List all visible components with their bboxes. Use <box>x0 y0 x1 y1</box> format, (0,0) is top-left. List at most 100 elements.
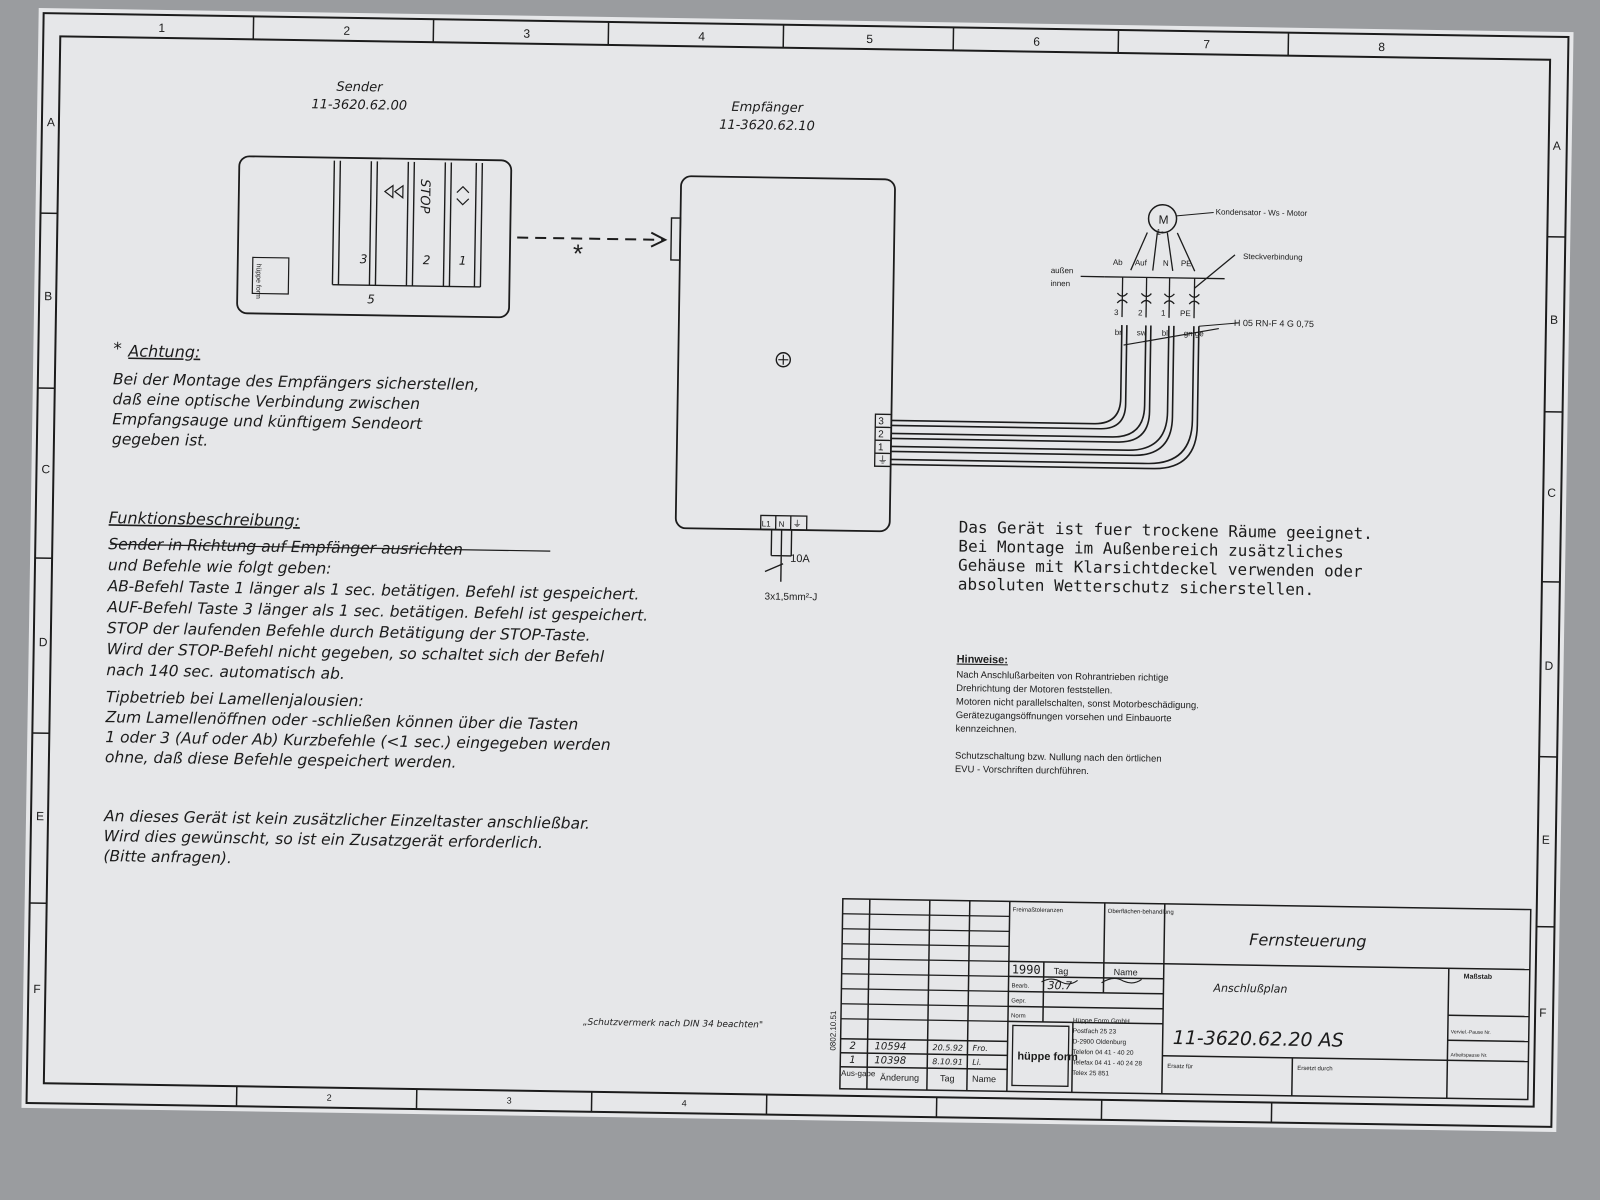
terminal-3: 3 <box>878 416 884 427</box>
revision-row-line <box>842 943 1010 947</box>
hints-heading: Hinweise: <box>957 654 1009 667</box>
notice-star-icon: * <box>113 339 122 359</box>
col-change: Änderung <box>880 1072 919 1083</box>
grid-row-label-right: D <box>1544 659 1553 673</box>
drawing-number: 11-3620.62.20 AS <box>1173 1027 1344 1052</box>
sender-key-5: 5 <box>367 292 375 306</box>
signature <box>1041 977 1142 985</box>
drawing-subtitle: Anschlußplan <box>1212 982 1287 996</box>
plug-number-1: 1 <box>1161 309 1166 318</box>
norm-label: Norm <box>1011 1013 1026 1019</box>
bearb-label: Bearb. <box>1011 983 1029 989</box>
mounting-screw-icon <box>775 352 792 368</box>
notice-text: Bei der Montage des Empfängers sicherste… <box>112 370 480 450</box>
revision-date: 8.10.91 <box>932 1057 963 1066</box>
replaces-label: Ersatz für <box>1167 1064 1193 1070</box>
pin-pe: PE <box>1181 259 1192 268</box>
bearb-date: 30.7 <box>1047 979 1072 992</box>
grid-column-label: 2 <box>343 24 350 38</box>
terminal-l1: L1 <box>762 519 772 528</box>
revision-row-line <box>841 973 1009 977</box>
beam-arrow-icon <box>650 231 668 248</box>
revision-row-line <box>842 913 1010 917</box>
receiver-eye <box>670 217 682 261</box>
sender-stop-key: STOP <box>417 179 433 214</box>
grid-row-label-right: C <box>1547 486 1556 500</box>
text-line: D-2900 Oldenburg <box>1073 1038 1127 1046</box>
text-line: Tipbetrieb bei Lamellenjalousien: <box>106 688 364 710</box>
doc-number: 0802.10.51 <box>828 1010 838 1051</box>
text-line: Drehrichtung der Motoren feststellen. <box>956 683 1112 696</box>
grid-row-label-right: E <box>1542 833 1550 847</box>
motor-type-label: Kondensator - Ws - Motor <box>1216 208 1308 218</box>
terminal-pe: ⏚ <box>793 519 802 529</box>
text-line: EVU - Vorschriften durchführen. <box>955 764 1089 777</box>
pin-n: N <box>1163 259 1169 268</box>
scale-label: Maßstab <box>1464 974 1493 981</box>
text-line: Schutzschaltung bzw. Nullung nach den ör… <box>955 750 1162 764</box>
revision-row-line <box>840 1018 1008 1022</box>
up-arrow-icon <box>456 185 470 206</box>
revision-name: Fro. <box>972 1044 987 1053</box>
wire-br: br <box>1115 328 1123 337</box>
text-line: und Befehle wie folgt geben: <box>108 556 332 578</box>
receiver-label: Empfänger <box>731 100 804 116</box>
sender-logo-box <box>251 256 290 295</box>
motor-cable <box>890 325 1200 470</box>
text-line: Bei der Montage des Empfängers sicherste… <box>113 370 480 394</box>
title-block <box>839 897 1532 1101</box>
text-line: Telex 25 851 <box>1072 1070 1109 1078</box>
sender-logo: hüppe form <box>254 263 262 299</box>
grid-row-label-left: B <box>44 289 52 303</box>
grid-ticks <box>29 16 1566 1123</box>
col-day: Tag <box>940 1073 955 1083</box>
dry-rooms-text: Das Gerät ist fuer trockene Räume geeign… <box>958 518 1373 600</box>
grid-row-label-left: D <box>39 635 48 649</box>
cable-marker-line <box>1123 327 1219 346</box>
down-arrow-icon <box>383 184 404 199</box>
text-line: Telefax 04 41 - 40 24 28 <box>1072 1059 1142 1067</box>
replaced-by-label: Ersetzt durch <box>1297 1066 1332 1073</box>
sender-key-strips <box>331 160 484 288</box>
star-icon: * <box>573 238 584 268</box>
sender-label: Sender <box>336 80 384 96</box>
wire-sw: sw <box>1137 328 1147 337</box>
pin-auf: Auf <box>1135 258 1148 267</box>
sender-key-2: 2 <box>423 253 431 267</box>
grid-bottom-mark: 4 <box>682 1098 687 1108</box>
grid-row-label-left: A <box>47 115 55 129</box>
work-copy-label: Arbeitspause Nr. <box>1450 1052 1487 1059</box>
motor-icon <box>1147 203 1178 234</box>
col-name: Name <box>972 1074 996 1084</box>
grid-column-label: 5 <box>866 32 873 46</box>
revision-row-line <box>841 1003 1009 1007</box>
sender-key-3: 3 <box>360 252 368 266</box>
grid-column-label: 3 <box>523 27 530 41</box>
revision-change: 10398 <box>874 1055 906 1066</box>
tip-text: Tipbetrieb bei Lamellenjalousien:Zum Lam… <box>104 688 610 772</box>
plug-number-2: 2 <box>1138 308 1143 317</box>
text-line: Empfangsauge und künftigem Sendeort <box>112 410 423 433</box>
plug-number-3: 3 <box>1114 308 1119 317</box>
copyright-note: „Schutzvermerk nach DIN 34 beachten" <box>583 1018 763 1031</box>
hints-text: Nach Anschlußarbeiten von Rohrantrieben … <box>955 670 1199 778</box>
text-line: Hüppe Form GmbH <box>1073 1017 1130 1025</box>
outside-label: außen <box>1051 266 1074 275</box>
motor-phase: 1~ <box>1156 228 1166 237</box>
grid-row-label-left: E <box>36 809 44 823</box>
plug-label: Steckverbindung <box>1243 252 1303 262</box>
col-issue: Aus-gabe <box>841 1069 876 1079</box>
infrared-beam <box>517 236 664 241</box>
copy-number-label: Verviel.-Pause Nr. <box>1451 1029 1491 1036</box>
grid-column-label: 4 <box>698 29 705 43</box>
motor-cable-spec: H 05 RN-F 4 G 0,75 <box>1234 318 1314 329</box>
inner-frame <box>42 35 1552 1108</box>
revision-issue: 2 <box>849 1041 856 1052</box>
grid-row-label-right: A <box>1553 139 1561 153</box>
